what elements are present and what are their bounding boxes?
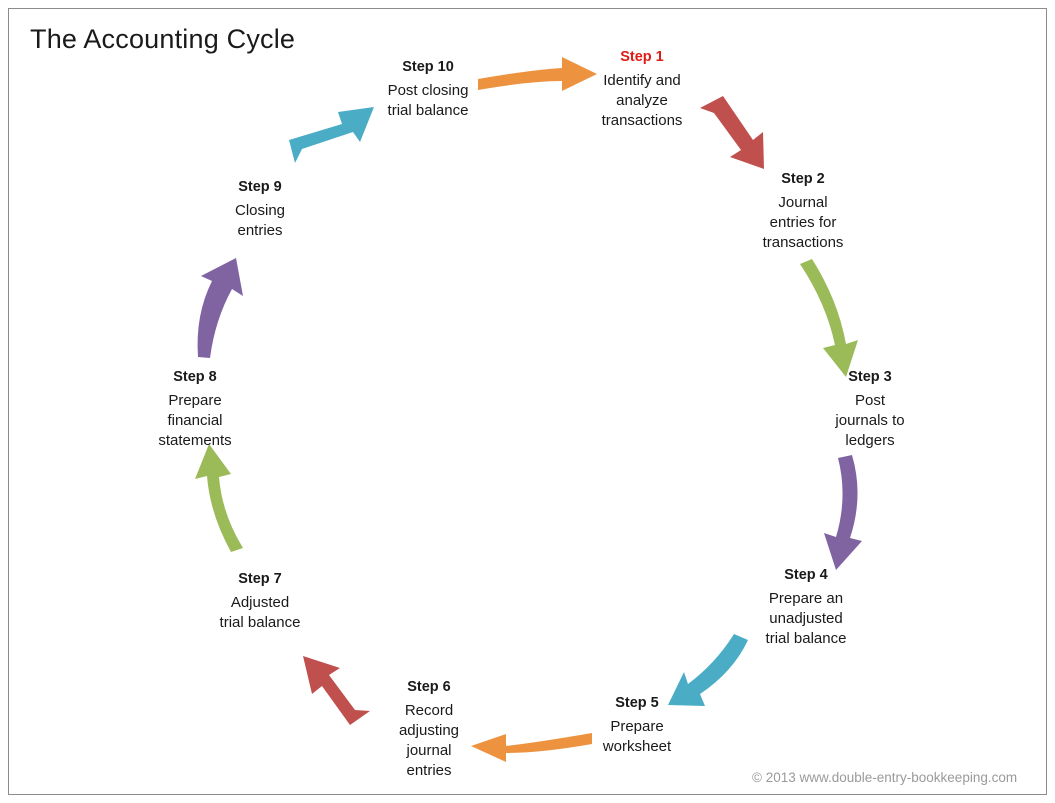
cycle-step-3: Step 3 Post journals to ledgers [800, 368, 940, 451]
arrow-step1-to-step2 [700, 96, 764, 169]
cycle-step-1-description: Identify and analyze transactions [601, 72, 683, 129]
cycle-step-4-number: Step 4 [784, 567, 828, 583]
cycle-step-6-number: Step 6 [407, 679, 451, 695]
cycle-step-3-number: Step 3 [848, 369, 892, 385]
cycle-step-2-number: Step 2 [781, 171, 825, 187]
cycle-step-10-description: Post closing trial balance [387, 82, 469, 119]
cycle-step-9-number: Step 9 [238, 179, 282, 195]
cycle-step-8-description: Prepare financial statements [158, 392, 232, 449]
cycle-step-5: Step 5 Prepare worksheet [567, 694, 707, 757]
arrow-step10-to-step1 [478, 57, 597, 91]
cycle-step-2-description: Journal entries for transactions [762, 194, 844, 251]
cycle-step-6-description: Record adjusting journal entries [398, 702, 460, 779]
arrow-step3-to-step4 [824, 455, 862, 570]
cycle-step-7-description: Adjusted trial balance [219, 594, 301, 631]
cycle-step-2: Step 2 Journal entries for transactions [733, 170, 873, 253]
cycle-step-9: Step 9 Closing entries [190, 178, 330, 241]
cycle-step-5-description: Prepare worksheet [602, 718, 672, 755]
arrow-step5-to-step6 [471, 733, 592, 762]
arrow-step2-to-step3 [800, 259, 858, 377]
copyright-footer: © 2013 www.double-entry-bookkeeping.com [752, 770, 1018, 785]
cycle-step-8: Step 8 Prepare financial statements [125, 368, 265, 451]
arrow-step7-to-step8 [195, 444, 243, 552]
cycle-step-6: Step 6 Record adjusting journal entries [359, 678, 499, 780]
arrow-step8-to-step9 [197, 258, 243, 358]
cycle-step-8-number: Step 8 [173, 369, 217, 385]
cycle-step-1: Step 1 Identify and analyze transactions [572, 48, 712, 131]
cycle-step-4: Step 4 Prepare an unadjusted trial balan… [736, 566, 876, 649]
cycle-step-5-number: Step 5 [615, 695, 659, 711]
arrow-step6-to-step7 [303, 656, 370, 725]
cycle-step-10-number: Step 10 [402, 59, 454, 75]
cycle-step-7: Step 7 Adjusted trial balance [190, 570, 330, 633]
cycle-step-7-number: Step 7 [238, 571, 282, 587]
page-title: The Accounting Cycle [30, 24, 296, 54]
cycle-step-1-number: Step 1 [620, 49, 664, 65]
cycle-step-10: Step 10 Post closing trial balance [358, 58, 498, 121]
cycle-step-4-description: Prepare an unadjusted trial balance [765, 590, 847, 647]
cycle-step-3-description: Post journals to ledgers [835, 392, 905, 449]
arrow-step4-to-step5 [668, 634, 748, 706]
cycle-step-9-description: Closing entries [234, 202, 286, 239]
arrow-step9-to-step10 [289, 107, 374, 163]
